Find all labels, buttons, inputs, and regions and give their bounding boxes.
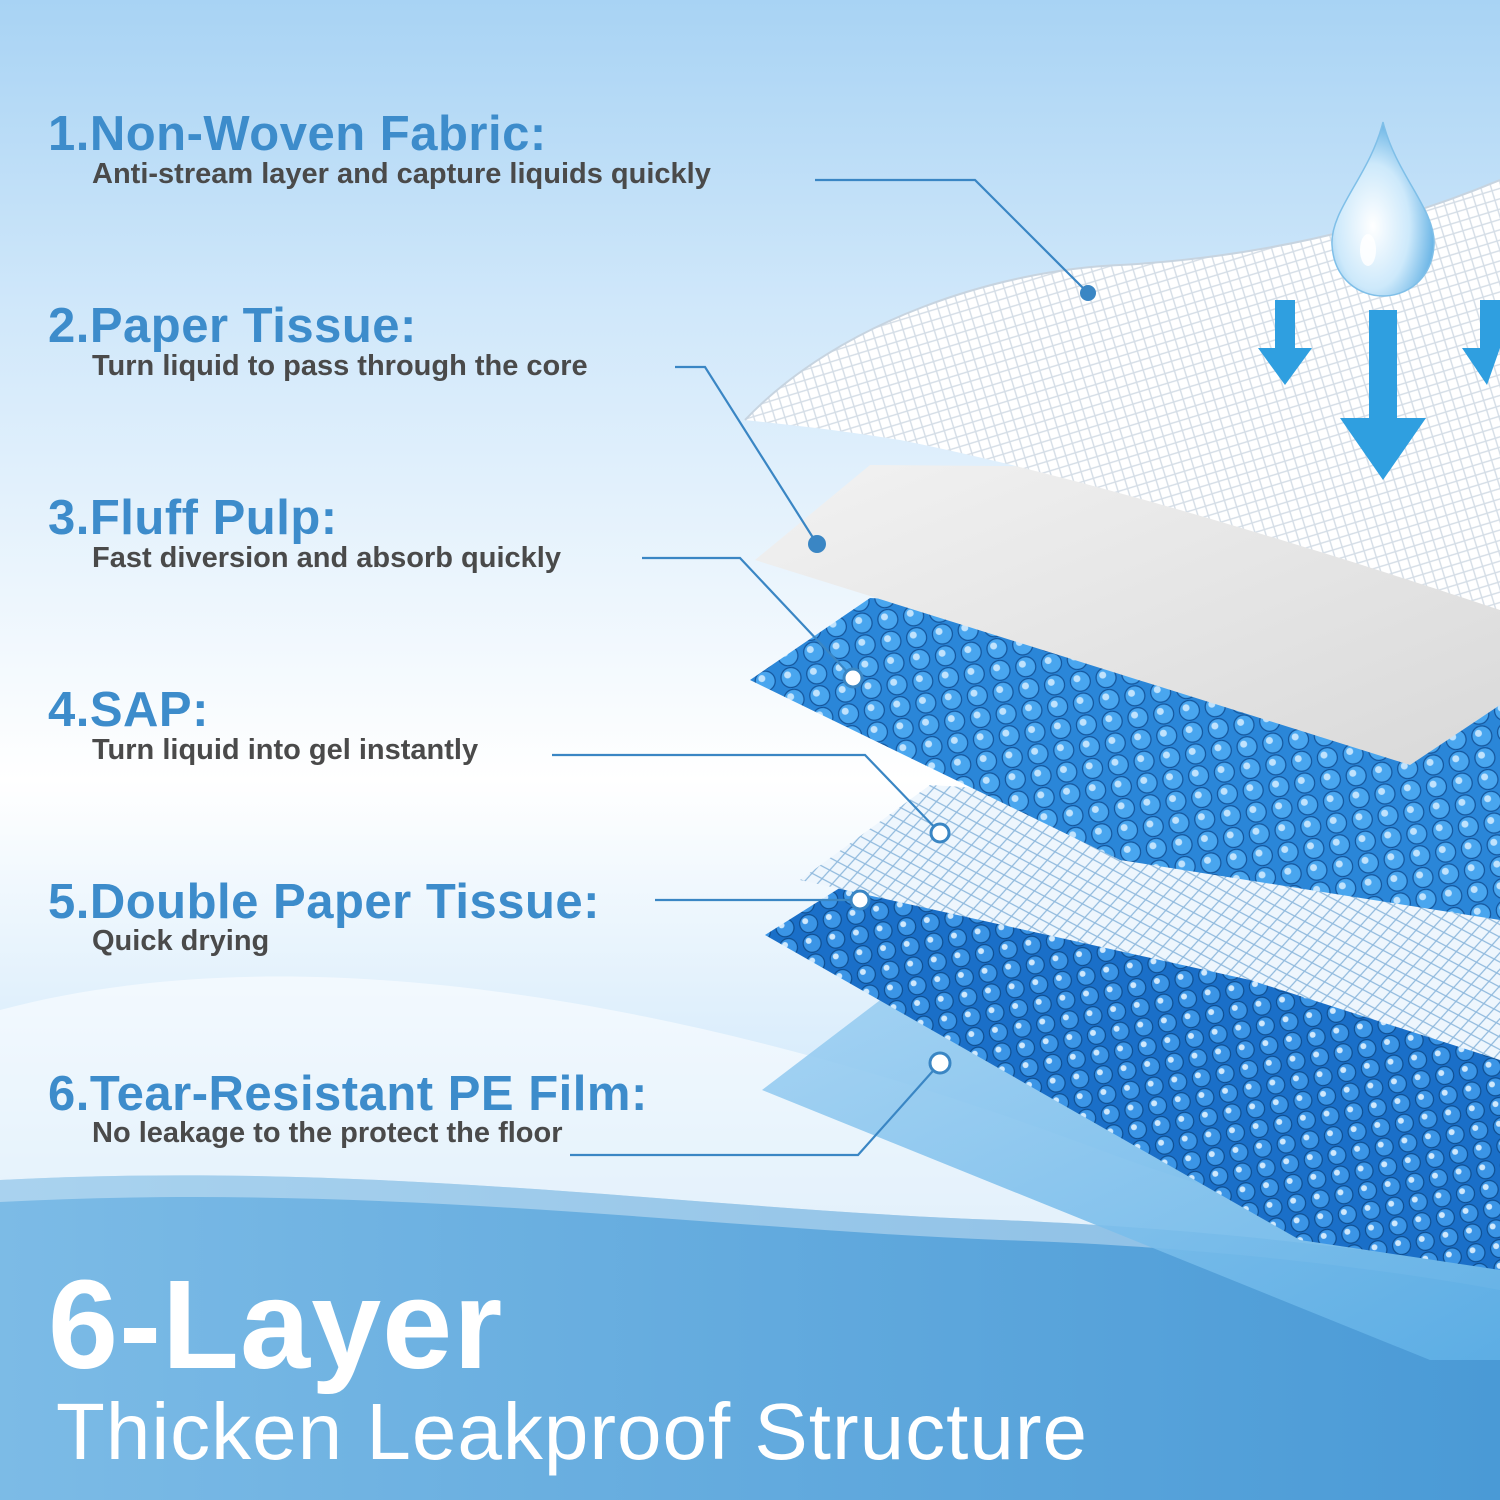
layer-5-description: Quick drying xyxy=(92,925,270,957)
layer-6-description: No leakage to the protect the floor xyxy=(92,1117,563,1149)
layer-4-title: 4.SAP: xyxy=(48,683,209,737)
layer-5-title: 5.Double Paper Tissue: xyxy=(48,875,600,929)
layer-2-description: Turn liquid to pass through the core xyxy=(92,350,588,382)
non-woven-layer xyxy=(745,180,1500,610)
layer-6-title: 6.Tear-Resistant PE Film: xyxy=(48,1067,648,1121)
layer-4-description: Turn liquid into gel instantly xyxy=(92,734,479,766)
layer-2-title: 2.Paper Tissue: xyxy=(48,299,417,353)
band-highlight xyxy=(0,1175,1500,1290)
layer-3-title: 3.Fluff Pulp: xyxy=(48,491,338,545)
water-drop-icon xyxy=(1331,121,1435,297)
connector-lines xyxy=(552,178,1089,1157)
bottom-band xyxy=(0,1175,1500,1500)
down-arrow-icon xyxy=(1258,300,1500,480)
layer-1-title: 1.Non-Woven Fabric: xyxy=(48,107,547,161)
connector-dots xyxy=(808,285,1096,1075)
subheadline: Thicken Leakproof Structure xyxy=(56,1387,1088,1476)
layer-1-description: Anti-stream layer and capture liquids qu… xyxy=(92,158,711,190)
layer-3-description: Fast diversion and absorb quickly xyxy=(92,542,561,574)
headline: 6-Layer xyxy=(48,1254,504,1395)
